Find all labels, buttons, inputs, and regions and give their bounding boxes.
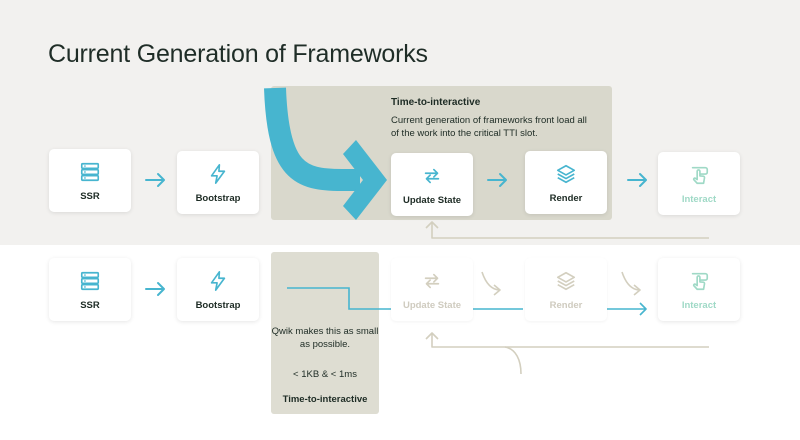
lightning-icon	[207, 163, 229, 185]
pointer-hand-icon	[688, 164, 710, 186]
card-interact-bottom[interactable]: Interact	[658, 258, 740, 321]
card-bootstrap-top[interactable]: Bootstrap	[177, 151, 259, 214]
faded-arrow-render-interact	[621, 271, 641, 296]
card-label: Bootstrap	[195, 300, 241, 311]
card-render-top[interactable]: Render	[525, 151, 607, 214]
card-label: Bootstrap	[195, 193, 241, 204]
faded-arrow-update-render	[481, 271, 501, 296]
lightning-icon	[207, 270, 229, 292]
card-label: Update State	[402, 195, 462, 206]
card-bootstrap-bottom[interactable]: Bootstrap	[177, 258, 259, 321]
card-update-state-bottom[interactable]: Update State	[391, 258, 473, 321]
qwik-tti-label: Time-to-interactive	[282, 394, 368, 405]
qwik-description: Qwik makes this as small as possible.	[271, 326, 379, 350]
card-label: Render	[549, 193, 583, 204]
page-title: Current Generation of Frameworks	[48, 40, 428, 68]
card-update-state-top[interactable]: Update State	[391, 153, 473, 216]
loop-back-bottom	[425, 332, 709, 348]
server-icon	[79, 161, 101, 183]
card-label: Interact	[681, 300, 717, 311]
arrow-ssr-bootstrap-bottom	[145, 282, 165, 296]
card-label: Render	[549, 300, 583, 311]
loop-branch-bottom	[504, 346, 522, 375]
card-label: SSR	[80, 191, 100, 202]
layers-icon	[555, 163, 577, 185]
tti-heading: Time-to-interactive	[391, 97, 481, 108]
card-ssr-bottom[interactable]: SSR	[49, 258, 131, 321]
card-label: SSR	[80, 300, 100, 311]
card-interact-top[interactable]: Interact	[658, 152, 740, 215]
card-label: Update State	[402, 300, 462, 311]
pointer-hand-icon	[688, 270, 710, 292]
layers-icon	[555, 270, 577, 292]
tti-description: Current generation of frameworks front l…	[391, 115, 587, 139]
swap-arrows-icon	[421, 270, 443, 292]
qwik-size-label: < 1KB & < 1ms	[293, 369, 357, 380]
card-render-bottom[interactable]: Render	[525, 258, 607, 321]
card-label: Interact	[681, 194, 717, 205]
card-ssr-top[interactable]: SSR	[49, 149, 131, 212]
swap-arrows-icon	[421, 165, 443, 187]
server-icon	[79, 270, 101, 292]
tti-panel-bottom	[271, 252, 379, 414]
